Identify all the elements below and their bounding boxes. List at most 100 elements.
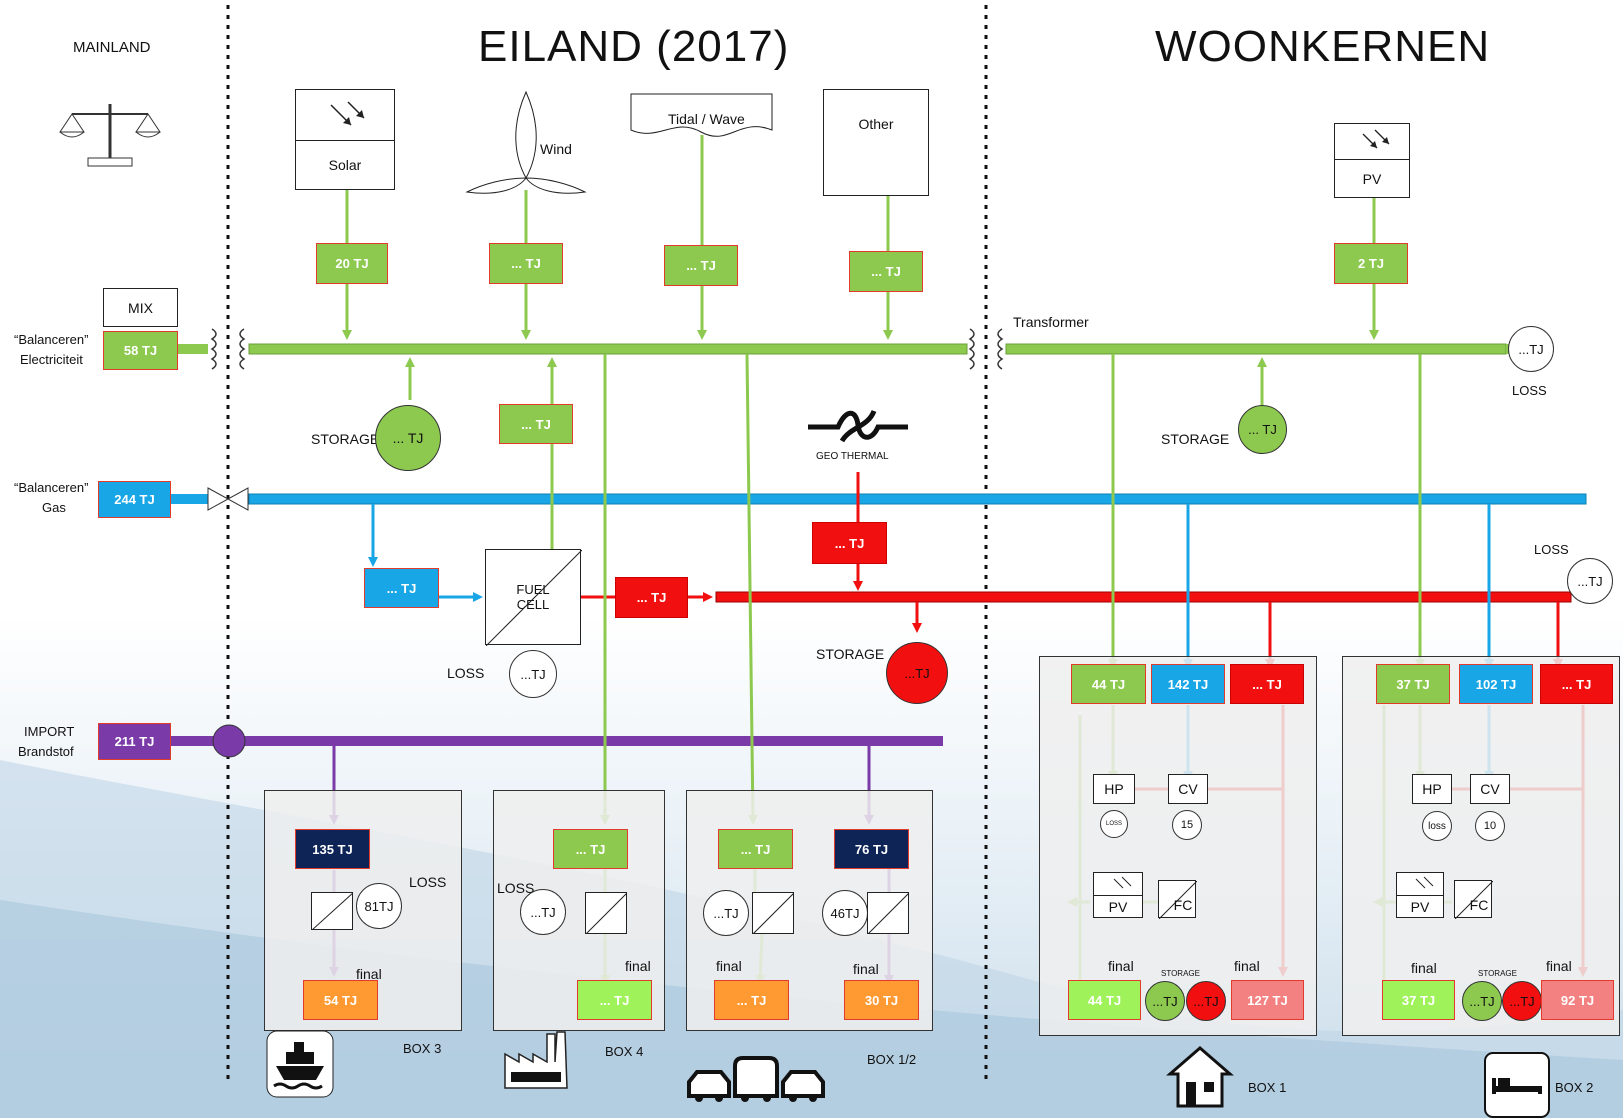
balance-scale-icon [59, 104, 161, 167]
wind-turbine-icon [465, 90, 587, 194]
tidal-value: ... TJ [664, 245, 738, 286]
box3-loss: 81TJ [356, 883, 402, 929]
elec-balance-value: 58 TJ [103, 331, 178, 370]
sun-icon [1397, 873, 1443, 896]
box1-input-gas: 142 TJ [1151, 664, 1225, 704]
woonkernen-title: WOONKERNEN [1155, 22, 1491, 71]
bed-icon [1484, 1052, 1550, 1118]
box1-input-heat: ... TJ [1230, 664, 1304, 704]
box4-loss-label: LOSS [497, 880, 535, 896]
mix-box: MIX [103, 288, 178, 327]
box2-storage-label: STORAGE [1478, 969, 1517, 978]
pv-value: 2 TJ [1334, 243, 1408, 284]
ship-icon [266, 1030, 334, 1098]
sun-icon [1335, 124, 1409, 160]
fuelcell-heat-value: ... TJ [615, 577, 688, 618]
box1-cv-loss: 15 [1172, 810, 1202, 840]
wind-label: Wind [540, 141, 572, 157]
box2-fc: FC [1454, 880, 1493, 919]
eiland-title: EILAND (2017) [478, 22, 790, 71]
factory-icon [504, 1031, 568, 1089]
tidal-label: Tidal / Wave [668, 111, 745, 127]
box1-input-elec: 44 TJ [1071, 664, 1146, 704]
fuelcell-loss: ...TJ [509, 650, 557, 698]
box12-loss-fuel: 46TJ [822, 890, 868, 936]
box2-panel [1342, 656, 1620, 1036]
wind-value: ... TJ [489, 243, 563, 284]
gas-label: Gas [42, 500, 66, 515]
solar-source: Solar [295, 89, 395, 190]
box2-input-gas: 102 TJ [1459, 664, 1533, 704]
box1-pv-label: PV [1108, 898, 1128, 915]
box12-output-elec: ... TJ [714, 980, 789, 1020]
box2-hp-loss: loss [1422, 811, 1452, 841]
box12-final-elec-label: final [716, 958, 742, 974]
house-icon [1166, 1046, 1234, 1108]
box1-cv: CV [1168, 774, 1208, 804]
box1-fc: FC [1158, 880, 1197, 919]
box3-loss-label: LOSS [409, 874, 447, 890]
box1-storage-label: STORAGE [1161, 969, 1200, 978]
box1-heatpump: HP [1093, 774, 1135, 804]
gas-balance-label: “Balanceren” [14, 480, 89, 495]
elec-storage: ... TJ [375, 405, 441, 471]
box12-output-fuel: 30 TJ [844, 980, 919, 1020]
fuelcell-output-value: ... TJ [499, 404, 573, 444]
box1-storage-elec: ...TJ [1145, 981, 1185, 1021]
box2-storage-heat: ...TJ [1502, 981, 1542, 1021]
box2-final-heat-label: final [1546, 958, 1572, 974]
box3-name: BOX 3 [403, 1041, 442, 1056]
top-loss: ...TJ [1508, 326, 1554, 372]
box2-heatpump: HP [1412, 774, 1452, 804]
box2-storage-elec: ...TJ [1462, 981, 1502, 1021]
box4-loss: ...TJ [520, 889, 566, 935]
mid-loss: ...TJ [1567, 558, 1613, 604]
woon-storage-label: STORAGE [1161, 431, 1230, 447]
import-label: IMPORT [24, 724, 75, 739]
transformer-label: Transformer [1013, 314, 1089, 330]
top-loss-label: LOSS [1512, 383, 1547, 398]
other-value: ... TJ [849, 251, 923, 292]
fuel-cell: FUEL CELL [485, 549, 582, 646]
box1-output-elec: 44 TJ [1068, 980, 1141, 1020]
geothermal-icon [808, 409, 908, 443]
box2-output-elec: 37 TJ [1382, 980, 1455, 1020]
box1-name: BOX 1 [1248, 1080, 1287, 1095]
other-source: Other [823, 89, 929, 196]
geothermal-value: ... TJ [812, 522, 887, 564]
mid-loss-label: LOSS [1534, 542, 1569, 557]
box2-pv-label: PV [1410, 898, 1430, 915]
cars-icon [687, 1056, 825, 1102]
box1-final-heat-label: final [1234, 958, 1260, 974]
elec-balance-label: “Balanceren” [14, 332, 89, 347]
box12-input-elec: ... TJ [718, 829, 793, 869]
box1-fc-label: FC [1173, 897, 1193, 913]
box2-name: BOX 2 [1555, 1080, 1594, 1095]
box2-fc-label: FC [1469, 897, 1489, 913]
box4-name: BOX 4 [605, 1044, 644, 1059]
box12-name: BOX 1/2 [867, 1052, 917, 1067]
box1-output-heat: 127 TJ [1231, 980, 1304, 1020]
box1-final-elec-label: final [1108, 958, 1134, 974]
gas-to-fuelcell-value: ... TJ [364, 568, 439, 608]
box1-pv: PV [1093, 872, 1143, 918]
box3-converter [311, 892, 353, 930]
sun-icon [296, 90, 394, 141]
box4-final-label: final [625, 958, 651, 974]
mainland-title: MAINLAND [73, 39, 151, 56]
box12-input-fuel: 76 TJ [834, 829, 909, 869]
solar-label: Solar [328, 157, 362, 173]
box3-output: 54 TJ [303, 980, 378, 1020]
solar-value: 20 TJ [316, 243, 388, 284]
box2-input-elec: 37 TJ [1376, 664, 1450, 704]
sun-icon [1094, 873, 1142, 896]
heat-storage: ...TJ [886, 642, 948, 704]
box12-converter-elec [752, 892, 794, 934]
heat-storage-label: STORAGE [816, 646, 885, 662]
box3-final-label: final [356, 966, 382, 982]
pv-label: PV [1362, 170, 1382, 187]
storage-label: STORAGE [311, 431, 380, 447]
box1-storage-heat: ...TJ [1186, 981, 1226, 1021]
elec-label: Electriciteit [20, 352, 83, 367]
